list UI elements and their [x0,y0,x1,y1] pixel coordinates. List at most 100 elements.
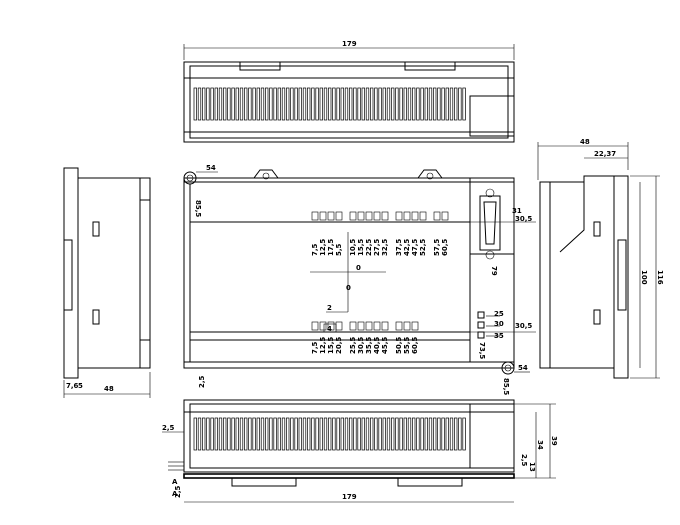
vent-slot [286,417,290,451]
vent-slot [210,87,214,121]
vent-slot [449,87,454,121]
vent-slot [307,87,311,121]
vent-slot [370,417,374,451]
terminal-pin [319,321,327,331]
terminal-pin [395,211,403,221]
vent-slot [323,417,328,451]
vent-slot [424,87,428,121]
vent-slot [214,417,218,451]
vent-slot [202,417,206,451]
terminal-label: 15,5 [357,239,365,256]
vent-slot [273,87,277,121]
dim-right-height-total: 116 [656,270,664,285]
vent-slot [412,417,416,451]
dim-left-offset-b: 5 [78,382,83,390]
terminal-pin [433,211,441,221]
vent-slot [361,417,365,451]
terminal-label: 60,5 [411,337,419,354]
vent-slot [395,87,399,121]
terminal-pin [441,211,449,221]
terminal-pin [357,211,365,221]
dim-left-2: 2 [327,304,332,312]
vent-slot [218,87,223,121]
terminal-label: 37,5 [395,239,403,256]
vent-slot [319,417,323,451]
dim-bottom-small-a: 2,5 [520,454,528,467]
vent-slot [235,417,239,451]
vent-slot [277,87,281,121]
vent-slot [218,417,223,451]
vent-slot [374,87,378,121]
terminal-label: 60,5 [441,239,449,256]
vent-slot [420,417,424,451]
dim-left-4: 4 [327,325,332,333]
dim-bottom-height-inner: 34 [536,440,544,450]
top-view: 179 [183,40,515,143]
vent-slot [197,87,202,121]
vent-slot [277,417,281,451]
terminal-label: 47,5 [411,239,419,256]
vent-slot [294,417,298,451]
terminal-pin [403,211,411,221]
vent-slot [248,87,252,121]
terminal-pin [373,321,381,331]
terminal-label: 42,5 [403,239,411,256]
vent-slot [332,87,336,121]
terminal-pin [335,211,343,221]
vent-slot [311,417,315,451]
dim-right-depth: 48 [580,138,590,146]
vent-slot [458,87,462,121]
vent-slot [256,417,260,451]
terminal-label: 25,5 [349,337,357,354]
vent-slot [382,417,386,451]
vent-slot [336,87,340,121]
vent-slot [210,417,214,451]
left-side-view: 7,6 5 48 [63,167,151,398]
vent-slot [252,87,256,121]
terminal-pin [327,211,335,221]
vent-slot [382,87,386,121]
vent-slot [344,87,349,121]
vent-slot [269,417,273,451]
terminal-label: 15,5 [327,337,335,354]
vent-slot [239,417,244,451]
dim-bottom-left-a: 2,5 [174,485,182,498]
terminal-pin [411,211,419,221]
vent-slot [231,417,235,451]
dim-hole-bottom: 54 [518,364,528,372]
vent-slot [386,417,391,451]
vent-slot [449,417,454,451]
terminal-label: 45,5 [381,337,389,354]
vent-slot [244,417,248,451]
terminal-label: 27,5 [373,239,381,256]
terminal-pin [319,211,327,221]
terminal-pin [381,321,389,331]
vent-slot [357,87,361,121]
dim-led-1: 25 [494,310,504,318]
vent-slot [340,417,344,451]
vent-slot [340,87,344,121]
vent-slot [290,87,294,121]
vent-slot [323,87,328,121]
vent-slot [349,87,353,121]
vent-slot [206,87,210,121]
dim-hole-top-v: 85,5 [194,200,202,217]
vent-slot [462,417,466,451]
terminal-label: 12,5 [319,337,327,354]
dim-right-height-inner: 100 [640,270,648,285]
vent-slot [353,417,357,451]
terminal-label: 40,5 [373,337,381,354]
vent-slot [420,87,424,121]
vent-slot [286,87,290,121]
terminal-pin [365,211,373,221]
vent-slot [445,87,449,121]
terminal-label: 32,5 [381,239,389,256]
vent-slot [202,87,206,121]
vent-slot [424,417,428,451]
vent-slot [223,417,227,451]
vent-slot [428,417,433,451]
vent-slot [361,87,365,121]
vent-slot [260,417,265,451]
vent-slot [315,417,319,451]
vent-slot [399,87,403,121]
